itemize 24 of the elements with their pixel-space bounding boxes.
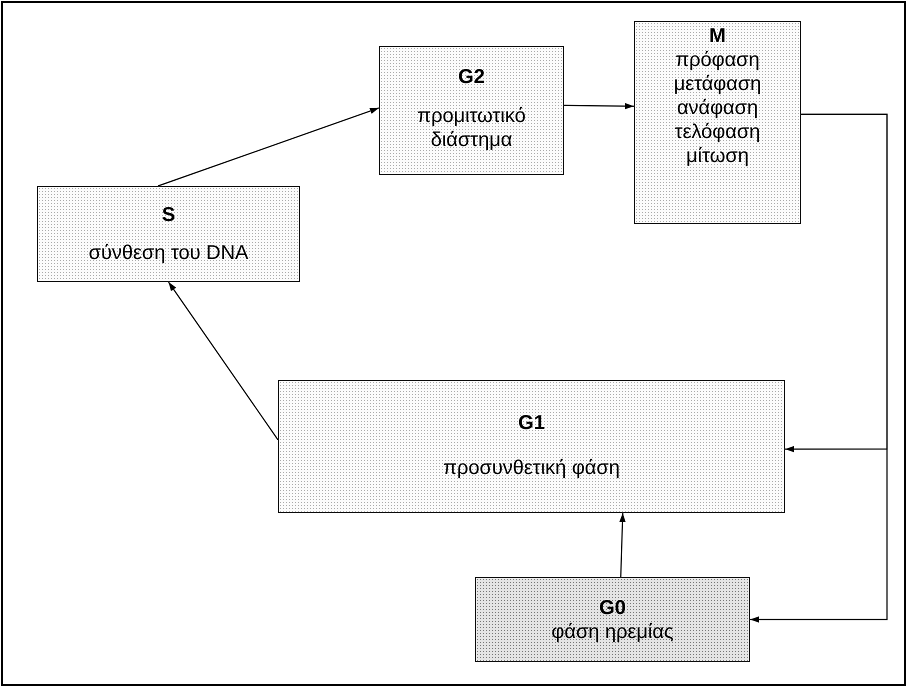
- phase-box: [634, 21, 801, 224]
- phase-box: [278, 380, 785, 513]
- phase-description: προσυνθετική φάση: [443, 456, 620, 480]
- arrow: [619, 512, 626, 578]
- phase-description: ανάφαση: [676, 96, 758, 120]
- phase-description: μίτωση: [686, 144, 749, 168]
- phase-description: σύνθεση του DNA: [88, 241, 248, 265]
- phase-box: [475, 577, 750, 662]
- phase-name: G1: [518, 410, 545, 435]
- phase-description: τελόφαση: [674, 120, 760, 144]
- arrow: [750, 114, 888, 623]
- phase-description: φάση ηρεμίας: [551, 620, 674, 644]
- phase-description: μετάφαση: [674, 72, 762, 96]
- phase-name: M: [709, 24, 726, 48]
- phase-box: [379, 46, 564, 175]
- phase-box: [37, 186, 300, 282]
- arrow: [168, 282, 278, 440]
- phase-name: G2: [458, 65, 485, 90]
- phase-description: πρόφαση: [675, 48, 760, 72]
- phase-name: G0: [599, 596, 626, 620]
- phase-description: προμιτωτικό διάστημα: [416, 104, 527, 152]
- phase-name: S: [162, 203, 176, 227]
- arrow: [158, 107, 380, 187]
- arrow: [564, 103, 634, 110]
